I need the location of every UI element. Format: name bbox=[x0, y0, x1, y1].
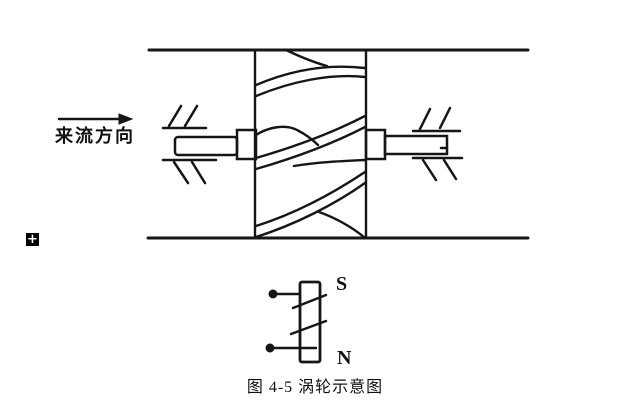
pipe-walls bbox=[146, 48, 530, 240]
magnet-coil-symbol bbox=[265, 280, 328, 364]
blade-band2-lower bbox=[254, 125, 367, 171]
magnet-south-label: S bbox=[336, 273, 348, 295]
blade-band3-upper bbox=[254, 170, 367, 228]
blade-band2-upper bbox=[254, 114, 367, 160]
flow-direction-arrow bbox=[57, 113, 134, 125]
flow-direction-label: 来流方向 bbox=[55, 126, 135, 147]
blade-band1-lower bbox=[254, 74, 367, 98]
left-upper-hatch-1 bbox=[167, 104, 183, 128]
left-bearing-block bbox=[235, 128, 258, 161]
blade-top-arc bbox=[284, 48, 329, 68]
arrow-head bbox=[118, 113, 134, 125]
blade-bottom-arc bbox=[317, 210, 366, 239]
right-shaft-assembly bbox=[364, 106, 464, 182]
right-lower-hatch-2 bbox=[442, 158, 458, 181]
coil-winding-2 bbox=[289, 319, 328, 336]
coil-terminal-top bbox=[268, 289, 278, 299]
hub-dome-arc bbox=[254, 125, 320, 147]
magnet-bar bbox=[298, 280, 322, 364]
right-shaft bbox=[383, 134, 449, 156]
right-bearing-block bbox=[364, 128, 387, 161]
blade-band3-lower bbox=[254, 181, 367, 239]
magnet-north-label: N bbox=[337, 347, 352, 369]
left-shaft-assembly bbox=[161, 104, 258, 185]
right-lower-hatch-1 bbox=[421, 158, 438, 182]
left-upper-hatch-2 bbox=[183, 104, 199, 128]
right-upper-hatch-2 bbox=[438, 106, 452, 130]
coil-winding-1 bbox=[291, 293, 328, 310]
right-upper-hatch-1 bbox=[418, 107, 432, 131]
expand-plus-glyph: + bbox=[27, 231, 38, 247]
expand-plus-icon[interactable]: + bbox=[26, 233, 39, 246]
coil-terminal-bottom bbox=[265, 343, 275, 353]
left-lower-hatch-1 bbox=[172, 160, 190, 185]
turbine-rotor bbox=[253, 48, 368, 240]
left-lower-hatch-2 bbox=[190, 160, 207, 185]
left-shaft bbox=[173, 135, 239, 157]
hub-bottom-line bbox=[292, 158, 367, 168]
blade-band1-upper bbox=[254, 65, 367, 87]
figure-caption: 图 4-5 涡轮示意图 bbox=[246, 379, 384, 396]
